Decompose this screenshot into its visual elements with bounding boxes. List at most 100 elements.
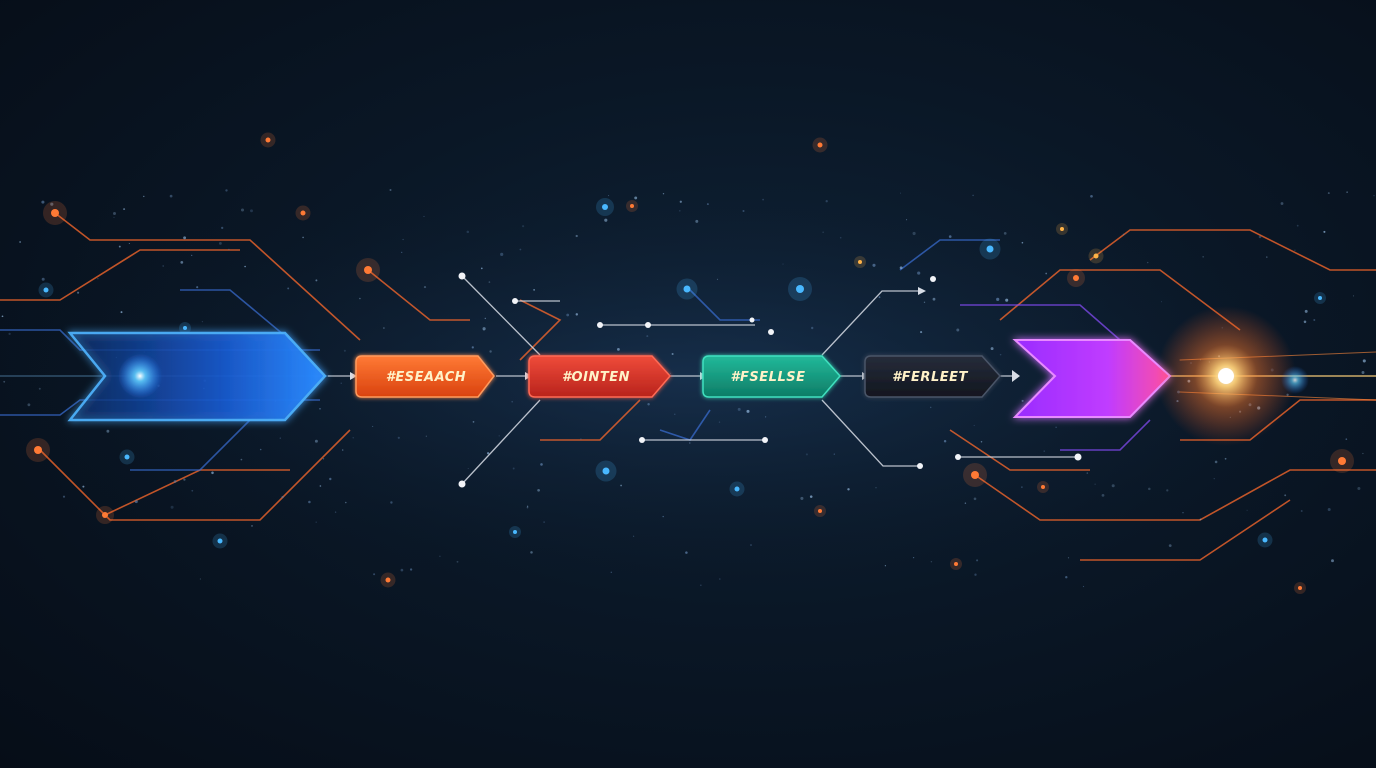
- glow-particle: [102, 512, 108, 518]
- particle-dot: [839, 236, 842, 239]
- particle-dot: [279, 437, 281, 439]
- particle-dot: [872, 263, 876, 267]
- particle-dot: [183, 236, 187, 240]
- particle-dot: [932, 297, 936, 301]
- particle-dot: [389, 189, 392, 191]
- particle-dot: [38, 387, 41, 390]
- glow-particle: [385, 577, 391, 583]
- particle-dot: [718, 421, 721, 423]
- connector-lines: [328, 275, 1078, 485]
- particle-dot: [77, 291, 80, 294]
- particle-dot: [259, 448, 262, 451]
- particle-dot: [1166, 489, 1169, 492]
- particle-dot: [466, 230, 470, 234]
- particle-dot: [1362, 359, 1366, 363]
- particle-dot: [646, 335, 649, 338]
- particle-dot: [822, 231, 824, 233]
- particle-dot: [1021, 399, 1024, 402]
- particle-dot: [500, 252, 504, 256]
- light-flare: [1156, 306, 1309, 446]
- particle-dot: [180, 261, 184, 264]
- particle-dot: [1327, 507, 1331, 512]
- particle-dot: [737, 407, 741, 411]
- particle-dot: [1258, 235, 1262, 239]
- particle-dot: [183, 478, 186, 481]
- particle-dot: [833, 453, 835, 455]
- particle-dot: [486, 452, 490, 455]
- particle-dot: [400, 568, 404, 572]
- particle-dot: [201, 320, 204, 323]
- particle-dot: [706, 203, 709, 206]
- particle-dot: [1345, 438, 1348, 440]
- glow-particle: [183, 326, 187, 330]
- particle-dot: [27, 403, 31, 407]
- particle-dot: [537, 488, 540, 492]
- glow-particle: [971, 471, 979, 479]
- particle-dot: [912, 556, 915, 559]
- glow-particle: [986, 245, 994, 253]
- particle-dot: [482, 327, 486, 331]
- particle-dot: [764, 416, 767, 418]
- particle-dot: [685, 551, 688, 554]
- particle-dot: [917, 271, 921, 275]
- particle-dot: [522, 225, 525, 228]
- particle-dot: [1373, 195, 1375, 197]
- particle-dot: [97, 278, 99, 280]
- particle-dot: [1352, 295, 1355, 297]
- glow-particle: [1338, 457, 1346, 465]
- stage-pill-2: #OINTEN: [528, 355, 671, 398]
- particle-dot: [240, 208, 245, 212]
- glow-particle: [217, 538, 223, 544]
- particle-dot: [912, 231, 916, 236]
- particle-dot: [50, 202, 54, 206]
- particle-dot: [526, 505, 529, 507]
- particle-dot: [1246, 509, 1248, 511]
- particle-dot: [878, 296, 881, 299]
- particle-dot: [930, 561, 933, 563]
- particle-dot: [472, 421, 475, 423]
- particle-dot: [1202, 256, 1204, 258]
- particle-dot: [632, 535, 635, 537]
- stage-pill-3: #FSELLSE: [702, 355, 841, 398]
- particle-dot: [373, 573, 376, 576]
- particle-dot: [1148, 487, 1151, 491]
- glow-particle: [1060, 227, 1064, 231]
- particle-dot: [8, 332, 11, 336]
- particle-dot: [134, 500, 138, 504]
- particle-dot: [762, 198, 764, 201]
- particle-dot: [519, 248, 522, 251]
- particle-dot: [143, 195, 145, 198]
- connector-nodes: [458, 272, 1082, 488]
- particle-dot: [315, 521, 317, 523]
- glow-particle: [602, 467, 610, 475]
- particle-dot: [315, 279, 318, 282]
- particle-dot: [1214, 460, 1218, 464]
- particle-dot: [884, 565, 887, 567]
- particle-dot: [800, 496, 804, 500]
- particle-dot: [340, 382, 342, 384]
- particle-dot: [647, 402, 650, 406]
- particle-dot: [1147, 261, 1149, 264]
- particle-dot: [674, 413, 676, 415]
- particle-dot: [1055, 426, 1057, 428]
- particle-dot: [383, 327, 385, 329]
- particle-dot: [943, 440, 947, 443]
- particle-dot: [287, 287, 290, 290]
- particle-dot: [742, 209, 745, 213]
- particle-dot: [113, 212, 116, 215]
- particle-dot: [990, 347, 994, 351]
- particle-dot: [512, 467, 515, 470]
- particle-dot: [1182, 512, 1184, 514]
- particle-dot: [488, 281, 491, 283]
- particle-dot: [750, 544, 752, 546]
- particle-dot: [1224, 457, 1227, 460]
- particle-dot: [244, 265, 246, 268]
- particle-dot: [899, 192, 902, 194]
- glow-particle: [1262, 537, 1268, 543]
- glow-particle: [683, 285, 691, 293]
- particle-dot: [118, 245, 121, 248]
- particle-dot: [811, 326, 814, 330]
- particle-dot: [1362, 452, 1364, 455]
- glow-particle: [513, 530, 517, 534]
